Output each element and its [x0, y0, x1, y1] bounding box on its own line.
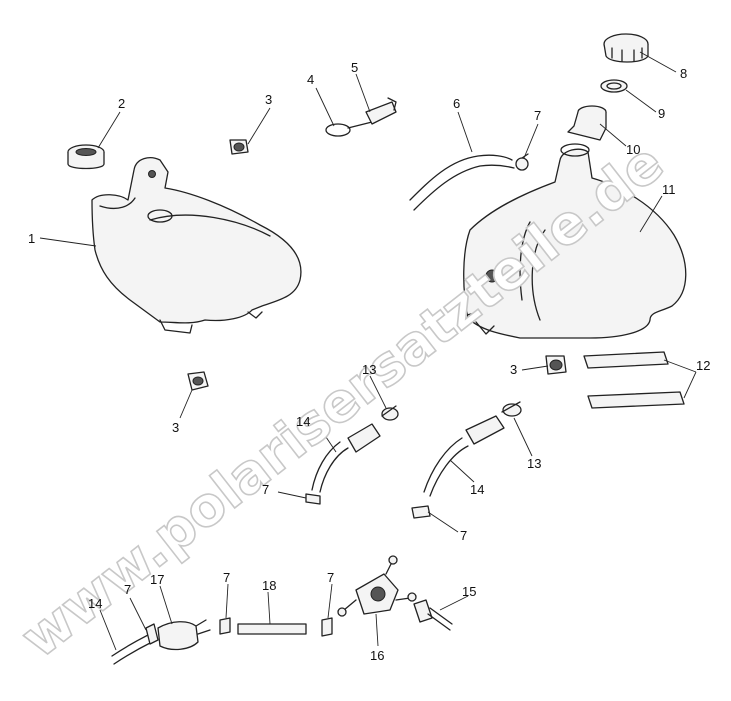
callout-2: 2 [118, 96, 125, 111]
lanyard-part [325, 97, 397, 137]
screw-part-right [545, 355, 567, 375]
callout-14-left: 14 [296, 414, 310, 429]
callout-15: 15 [462, 584, 476, 599]
fuel-line-assembly-right [411, 401, 522, 519]
callout-13-right: 13 [527, 456, 541, 471]
hose-clamp-part-left [219, 617, 231, 635]
cap-gasket-part [600, 79, 628, 93]
callout-17: 17 [150, 572, 164, 587]
callout-5: 5 [351, 60, 358, 75]
callout-6: 6 [453, 96, 460, 111]
callout-3: 3 [265, 92, 272, 107]
grommet-part [67, 144, 105, 170]
fuel-valve-part [337, 555, 417, 617]
callout-3-left: 3 [172, 420, 179, 435]
callout-8: 8 [680, 66, 687, 81]
callout-13-left: 13 [362, 362, 376, 377]
callout-7-bottom-right: 7 [327, 570, 334, 585]
decal-strips-part [583, 351, 685, 409]
callout-7: 7 [534, 108, 541, 123]
vent-hose-part [409, 154, 515, 211]
callout-14-bottom: 14 [88, 596, 102, 611]
fuel-line-assembly-left [305, 405, 399, 505]
callout-11: 11 [662, 182, 676, 197]
callout-9: 9 [658, 106, 665, 121]
fuel-hose-part [237, 623, 307, 635]
hose-clamp-part-top [515, 153, 529, 171]
fuel-cap-part [603, 33, 649, 63]
callout-labels: 1 2 3 4 5 6 7 8 9 10 11 3 12 3 13 14 7 1… [28, 60, 710, 663]
callout-4: 4 [307, 72, 314, 87]
fuel-tank-part [461, 143, 687, 339]
callout-1: 1 [28, 231, 35, 246]
callout-7-right: 7 [460, 528, 467, 543]
hose-clamp-part-right [321, 617, 333, 637]
bolt-part [413, 599, 453, 631]
tank-cover-part [91, 157, 302, 334]
callout-10: 10 [626, 142, 640, 157]
callout-7-bottom-left: 7 [124, 582, 131, 597]
callout-18: 18 [262, 578, 276, 593]
callout-16: 16 [370, 648, 384, 663]
leader-lines [39, 51, 697, 651]
inline-filter-assembly [111, 619, 211, 665]
callout-12: 12 [696, 358, 710, 373]
callout-3-right: 3 [510, 362, 517, 377]
screw-part-left [187, 371, 209, 391]
callout-7-bottom-mid: 7 [223, 570, 230, 585]
callout-14-right: 14 [470, 482, 484, 497]
screw-part-upper [229, 139, 249, 155]
callout-7-left: 7 [262, 482, 269, 497]
filler-neck-part [567, 105, 607, 141]
